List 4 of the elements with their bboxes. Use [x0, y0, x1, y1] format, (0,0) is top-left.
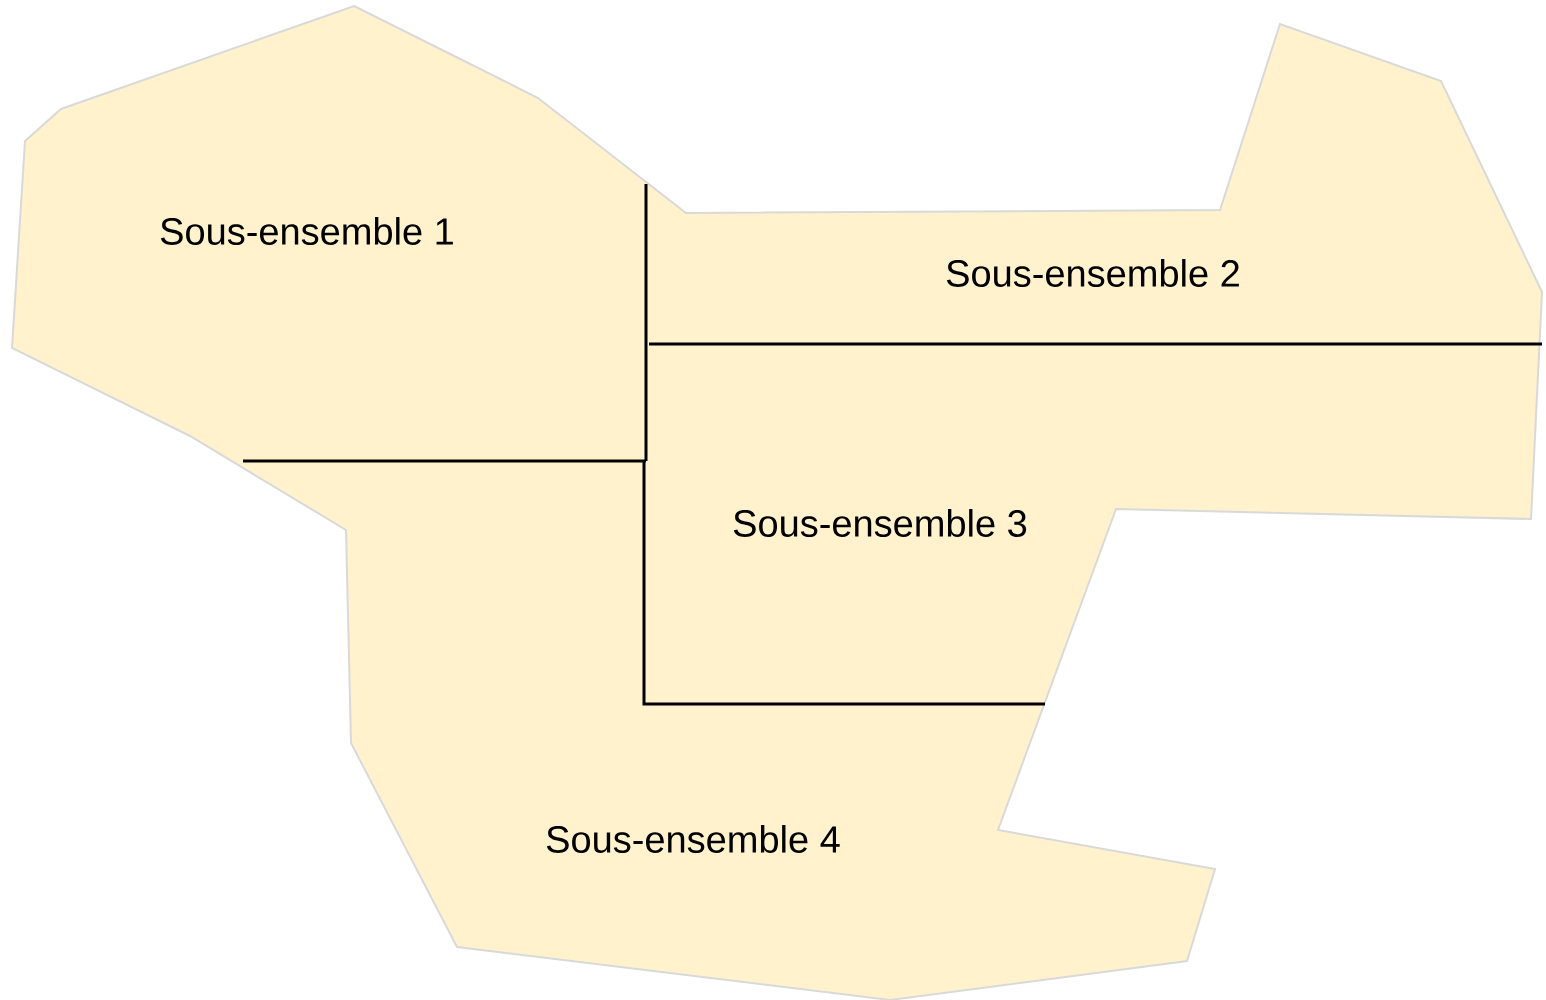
region-label: Sous-ensemble 2: [946, 259, 1239, 287]
region-label: Sous-ensemble 3: [733, 509, 1027, 537]
region-label: Sous-ensemble 1: [160, 217, 453, 245]
region-label: Sous-ensemble 4: [546, 825, 840, 853]
